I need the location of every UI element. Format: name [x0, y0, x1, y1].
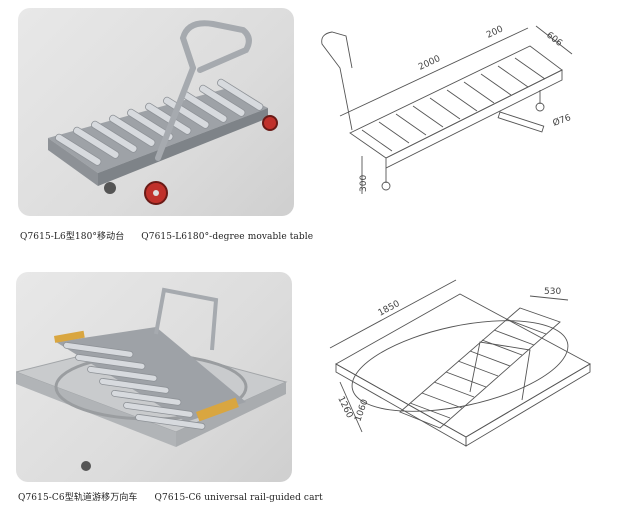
drawing-rail-bar [497, 111, 545, 133]
caption-en: Q7615-C6 universal rail-guided cart [154, 493, 323, 503]
technical-drawing-movable-table: 2000 200 606 Ø76 300 [300, 8, 612, 218]
product-photo-movable-table [18, 8, 294, 216]
drawing-deck [399, 307, 561, 429]
caption-movable-table: Q7615-L6型180°移动台 Q7615-L6180°-degree mov… [20, 229, 327, 242]
wheel-back [262, 115, 278, 131]
movable-table-image [48, 20, 278, 205]
product-photo-rail-cart [16, 272, 292, 482]
bumper-front [196, 397, 239, 422]
caption-cn: Q7615-L6型180°移动台 [20, 232, 125, 242]
drawing-circle-rail [351, 320, 569, 412]
movable-table-drawing: 2000 200 606 Ø76 300 [321, 24, 573, 194]
drawing-rollers [361, 57, 546, 152]
wheel-side [104, 182, 116, 194]
dim-rail: 200 [485, 24, 505, 40]
drawing-table-top [349, 45, 563, 159]
technical-drawing-rail-cart: 1850 530 1260 1060 [300, 272, 612, 482]
rail-cart-image [16, 287, 288, 471]
bumper-back [54, 330, 85, 343]
cart-wheel [81, 461, 91, 471]
handle-frame [154, 287, 219, 351]
dim-roller: Ø76 [551, 112, 572, 129]
dim-width: 606 [544, 30, 564, 49]
caption-en: Q7615-L6180°-degree movable table [141, 232, 314, 242]
dim-side: 1060 [353, 398, 370, 423]
rail-cart-drawing: 1850 530 1260 1060 [329, 279, 591, 447]
drawing-cart-handle [469, 341, 531, 401]
rollers [55, 78, 264, 166]
deck-rollers [63, 341, 206, 430]
push-handle [155, 20, 252, 161]
drawing-handle [321, 31, 353, 131]
table-frame-side [98, 108, 268, 186]
dim-width: 530 [544, 287, 561, 297]
drawing-deck-rollers [409, 318, 547, 419]
drawing-base [335, 293, 591, 438]
dim-height: 300 [359, 175, 369, 192]
caption-cn: Q7615-C6型轨道游移万向车 [18, 493, 138, 503]
caption-rail-cart: Q7615-C6型轨道游移万向车 Q7615-C6 universal rail… [18, 490, 337, 503]
table-frame-end [48, 138, 98, 186]
